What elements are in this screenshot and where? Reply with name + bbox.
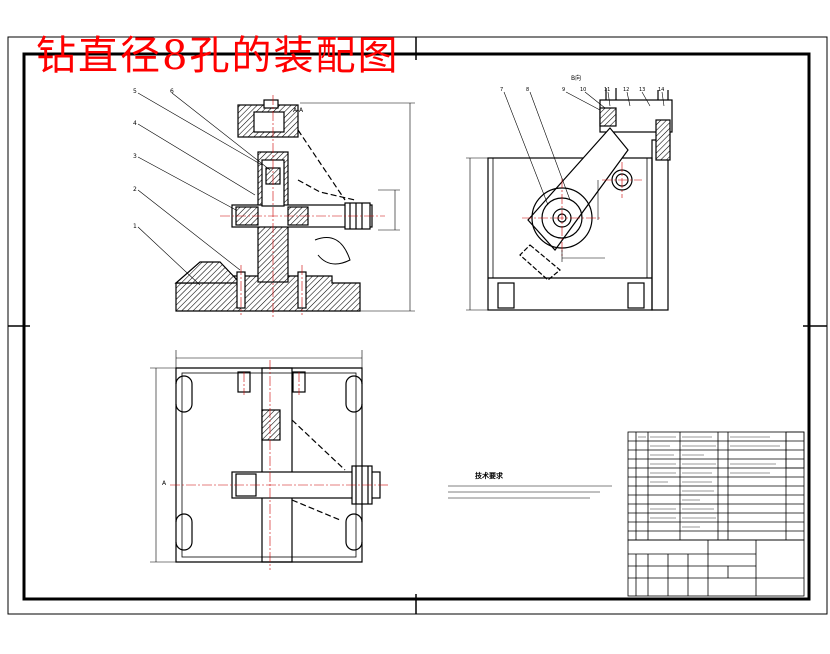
side-leaders bbox=[503, 91, 665, 206]
parts-list-fill bbox=[638, 436, 780, 528]
tech-req-heading: 技术要求 bbox=[475, 471, 504, 480]
leader-9: 9 bbox=[562, 87, 565, 93]
leader-2: 2 bbox=[133, 186, 137, 193]
front-centerlines bbox=[220, 95, 385, 318]
title-block bbox=[627, 431, 805, 597]
front-leader-labels: 5 6 4 3 2 1 A-A bbox=[133, 88, 304, 230]
leader-11: 11 bbox=[604, 87, 610, 93]
page-title: 钻直径8孔的装配图 bbox=[36, 33, 400, 79]
front-leaders bbox=[137, 92, 271, 286]
leader-7: 7 bbox=[500, 87, 503, 93]
leader-1: 1 bbox=[133, 223, 137, 230]
side-view bbox=[487, 88, 673, 311]
tech-req-lines bbox=[448, 485, 612, 499]
outer-frame bbox=[7, 36, 828, 615]
parts-list bbox=[627, 431, 805, 541]
inner-frame bbox=[22, 52, 811, 601]
leader-10: 10 bbox=[580, 87, 586, 93]
centering-marks bbox=[8, 37, 827, 614]
leader-14: 14 bbox=[658, 87, 664, 93]
tech-requirements: 技术要求 bbox=[448, 471, 612, 499]
leader-4: 4 bbox=[133, 120, 137, 127]
front-section-view bbox=[174, 99, 373, 312]
front-dimensions bbox=[300, 102, 415, 312]
top-label-a: A bbox=[162, 480, 167, 487]
view-label-b: B向 bbox=[571, 74, 581, 82]
leader-6: 6 bbox=[170, 88, 174, 95]
side-dimensions bbox=[466, 157, 605, 311]
leader-13: 13 bbox=[639, 87, 645, 93]
leader-12: 12 bbox=[623, 87, 629, 93]
top-centerlines bbox=[170, 360, 390, 570]
top-dimensions bbox=[150, 350, 363, 563]
leader-8: 8 bbox=[526, 87, 529, 93]
top-view bbox=[175, 367, 381, 563]
leader-3: 3 bbox=[133, 153, 137, 160]
side-centerlines bbox=[522, 162, 642, 258]
leader-5: 5 bbox=[133, 88, 137, 95]
side-leader-labels: B向 7 8 9 10 11 12 13 14 bbox=[500, 74, 664, 93]
section-label: A-A bbox=[293, 107, 304, 114]
